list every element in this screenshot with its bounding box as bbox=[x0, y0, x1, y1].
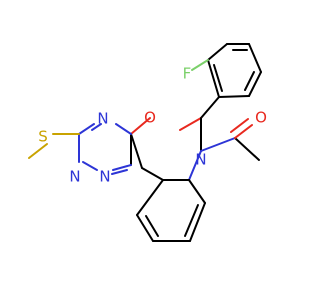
atom-labels: F O O N N N N S bbox=[38, 65, 267, 186]
ring-oxygen-label: O bbox=[144, 109, 156, 127]
benzo-ring bbox=[136, 179, 206, 242]
amide-nitrogen-label: N bbox=[195, 151, 206, 169]
fluorophenyl-ring bbox=[207, 43, 262, 98]
fluorine-label: F bbox=[183, 65, 192, 83]
methylthio-group bbox=[28, 133, 80, 159]
structure-diagram: F O O N N N N S bbox=[28, 43, 267, 242]
oxazepine-ring bbox=[130, 117, 202, 181]
triazine-ring bbox=[78, 123, 132, 175]
triazine-nitrogen-label: N bbox=[97, 110, 108, 128]
sulfur-label: S bbox=[38, 128, 48, 146]
triazine-nitrogen-label: N bbox=[99, 168, 110, 186]
acetyl-group bbox=[200, 118, 260, 161]
aryl-ch-bond bbox=[200, 96, 220, 119]
triazine-nitrogen-label: N bbox=[69, 168, 80, 186]
carbonyl-oxygen-label: O bbox=[255, 109, 267, 127]
c-f-bond bbox=[191, 59, 209, 71]
